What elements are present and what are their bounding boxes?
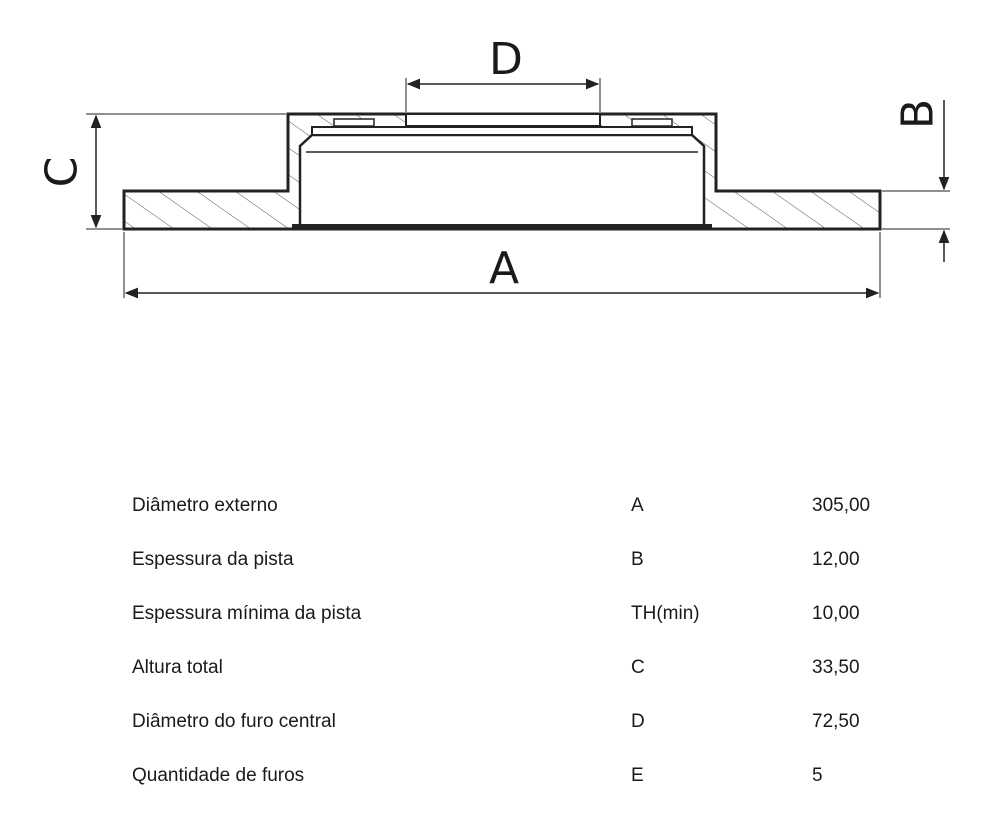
spec-row-diametro-furo-central: Diâmetro do furo central D 72,50 xyxy=(132,696,912,750)
spec-row-altura-total: Altura total C 33,50 xyxy=(132,642,912,696)
spec-code: B xyxy=(631,549,644,570)
hub-top-slot-right xyxy=(631,118,673,127)
spec-label: Diâmetro externo xyxy=(132,495,278,516)
spec-value: 5 xyxy=(812,765,823,786)
spec-label: Espessura da pista xyxy=(132,549,294,570)
spec-code: TH(min) xyxy=(631,603,700,624)
disc-hub-cavity xyxy=(298,133,706,231)
spec-code: A xyxy=(631,495,644,516)
spec-label: Quantidade de furos xyxy=(132,765,305,786)
spec-row-espessura-pista: Espessura da pista B 12,00 xyxy=(132,534,912,588)
spec-value: 33,50 xyxy=(812,657,860,678)
dimension-label-d: D xyxy=(489,34,523,85)
spec-code: C xyxy=(631,657,645,678)
spec-row-diametro-externo: Diâmetro externo A 305,00 xyxy=(132,480,912,534)
brake-disc-cross-section-drawing: D C B A xyxy=(37,34,950,299)
spec-label: Diâmetro do furo central xyxy=(132,711,336,732)
center-bore-opening xyxy=(405,113,601,127)
spec-row-espessura-minima: Espessura mínima da pista TH(min) 10,00 xyxy=(132,588,912,642)
spec-code: D xyxy=(631,711,645,732)
hub-groove xyxy=(311,126,693,136)
spec-value: 10,00 xyxy=(812,603,860,624)
dimension-a: A xyxy=(123,232,881,299)
spec-code: E xyxy=(631,765,644,786)
hub-top-slot-left xyxy=(333,118,375,127)
dimension-label-a: A xyxy=(489,243,519,294)
dimension-d: D xyxy=(405,34,601,112)
dimension-b: B xyxy=(882,99,950,262)
disc-profile xyxy=(122,112,882,231)
spec-label: Espessura mínima da pista xyxy=(132,603,362,624)
dimension-c: C xyxy=(37,113,286,230)
spec-row-quantidade-furos: Quantidade de furos E 5 xyxy=(132,750,912,804)
spec-value: 72,50 xyxy=(812,711,860,732)
dimension-label-c: C xyxy=(37,157,88,188)
spec-value: 305,00 xyxy=(812,495,871,516)
spec-value: 12,00 xyxy=(812,549,860,570)
dimension-label-b: B xyxy=(893,99,944,129)
spec-label: Altura total xyxy=(132,657,223,678)
